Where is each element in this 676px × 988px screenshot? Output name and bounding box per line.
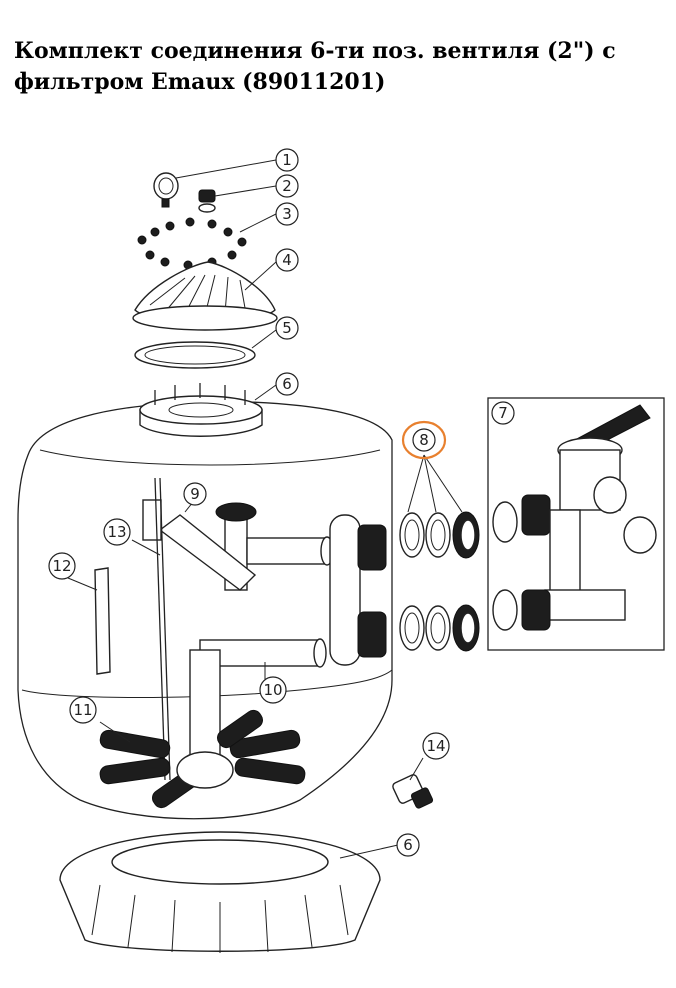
page-title: Комплект соединения 6-ти поз. вентиля (2… xyxy=(14,36,664,98)
callout-6-top: 6 xyxy=(275,372,299,396)
part-5-o-ring xyxy=(134,341,256,369)
svg-text:7: 7 xyxy=(498,404,508,422)
svg-text:12: 12 xyxy=(52,557,71,575)
svg-text:4: 4 xyxy=(282,251,292,269)
callout-7: 7 xyxy=(491,401,515,425)
callout-3: 3 xyxy=(275,202,299,226)
part-13-rod xyxy=(154,477,171,781)
svg-text:6: 6 xyxy=(403,836,413,854)
part-4-tank-lid xyxy=(132,261,278,331)
callout-10: 10 xyxy=(259,676,287,704)
part-9-upper-collector xyxy=(142,499,334,591)
title-line-2: фильтром Emaux (89011201) xyxy=(14,69,386,95)
svg-text:5: 5 xyxy=(282,319,292,337)
svg-text:13: 13 xyxy=(107,523,126,541)
svg-text:2: 2 xyxy=(282,177,292,195)
callout-13: 13 xyxy=(103,518,131,546)
svg-text:3: 3 xyxy=(282,205,292,223)
callout-1: 1 xyxy=(275,148,299,172)
part-1-pressure-gauge xyxy=(153,172,179,208)
callout-8: 8 xyxy=(401,420,447,460)
part-2-air-release-valve xyxy=(198,189,216,213)
callout-4: 4 xyxy=(275,248,299,272)
tank-outlet-flange xyxy=(329,514,387,666)
callout-12: 12 xyxy=(48,552,76,580)
part-6-base-stand xyxy=(59,831,381,953)
part-6-top-flange xyxy=(139,383,263,437)
part-8-union-fittings xyxy=(399,454,480,652)
svg-text:6: 6 xyxy=(282,375,292,393)
svg-text:8: 8 xyxy=(419,431,429,449)
svg-text:1: 1 xyxy=(282,151,292,169)
svg-text:10: 10 xyxy=(263,681,282,699)
callout-11: 11 xyxy=(69,696,97,724)
part-7-multiport-valve-inset xyxy=(487,397,665,651)
callout-9: 9 xyxy=(183,482,207,506)
svg-text:14: 14 xyxy=(426,737,445,755)
callout-5: 5 xyxy=(275,316,299,340)
part-11-laterals xyxy=(99,709,306,809)
callout-6-base: 6 xyxy=(396,833,420,857)
part-14-drain-plug xyxy=(392,774,434,809)
part-10-lower-pipe xyxy=(189,638,327,761)
svg-text:9: 9 xyxy=(190,485,200,503)
callout-14: 14 xyxy=(422,732,450,760)
part-3-bolts xyxy=(137,217,247,270)
title-line-1: Комплект соединения 6-ти поз. вентиля (2… xyxy=(14,38,616,64)
part-12-side-plate xyxy=(94,567,111,675)
svg-text:11: 11 xyxy=(73,701,92,719)
callout-2: 2 xyxy=(275,174,299,198)
leader-lines xyxy=(67,159,424,859)
